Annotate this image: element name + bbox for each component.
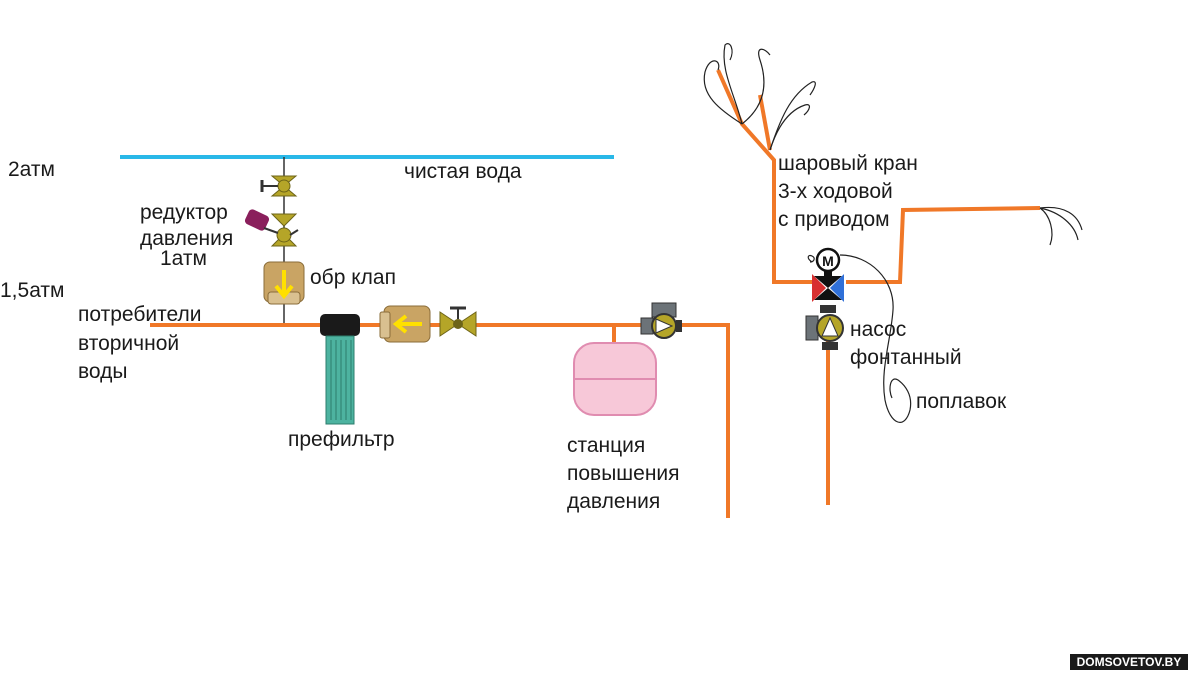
label-2atm: 2атм: [8, 158, 55, 181]
label-check-valve: обр клап: [310, 266, 396, 289]
fountain-spray-right: [1039, 206, 1083, 246]
label-ball-valve-1: шаровый кран: [778, 152, 918, 175]
control-wire: [839, 254, 912, 423]
label-ball-valve-2: 3-х ходовой: [778, 180, 893, 203]
prefilter-icon: [320, 314, 360, 425]
label-reducer-1: редуктор: [140, 201, 228, 224]
fountain-spray-left: [703, 43, 816, 151]
label-consumers-2: вторичной: [78, 332, 179, 355]
label-station-3: давления: [567, 490, 660, 513]
label-pump-1: насос: [850, 318, 906, 341]
label-prefilter: префильтр: [288, 428, 395, 451]
label-consumers-1: потребители: [78, 303, 201, 326]
svg-text:DOMSOVETOV.BY: DOMSOVETOV.BY: [1077, 655, 1182, 669]
fountain-branch-pipe: [758, 94, 772, 151]
label-1atm: 1атм: [160, 247, 207, 270]
check-valve-horizontal-icon: [379, 305, 431, 343]
label-pump-2: фонтанный: [850, 346, 962, 369]
check-valve-vertical-icon: [263, 261, 305, 305]
three-way-valve-icon: M: [812, 247, 844, 302]
label-consumers-3: воды: [78, 360, 128, 383]
label-ball-valve-3: с приводом: [778, 208, 890, 231]
shutoff-valve-icon: [439, 306, 477, 337]
label-clean-water: чистая вода: [404, 160, 522, 183]
motor-letter: M: [822, 253, 834, 269]
label-float: поплавок: [916, 390, 1007, 413]
motor-wire-squiggle: [807, 254, 815, 263]
fountain-pump-icon: [805, 305, 844, 350]
label-reducer-2: давления: [140, 227, 233, 250]
gate-valve-icon: [260, 175, 298, 197]
label-station-1: станция: [567, 434, 645, 457]
pressure-reducer-icon: [244, 209, 299, 247]
station-down-pipe: [698, 323, 730, 518]
label-station-2: повышения: [567, 462, 680, 485]
label-15atm: 1,5атм: [0, 279, 64, 302]
fountain-left-pipe: [716, 69, 812, 284]
expansion-tank-icon: [573, 325, 657, 416]
fountain-right-pipe: [846, 206, 1041, 284]
watermark: DOMSOVETOV.BY: [1070, 654, 1188, 670]
booster-pump-icon: [640, 302, 682, 339]
